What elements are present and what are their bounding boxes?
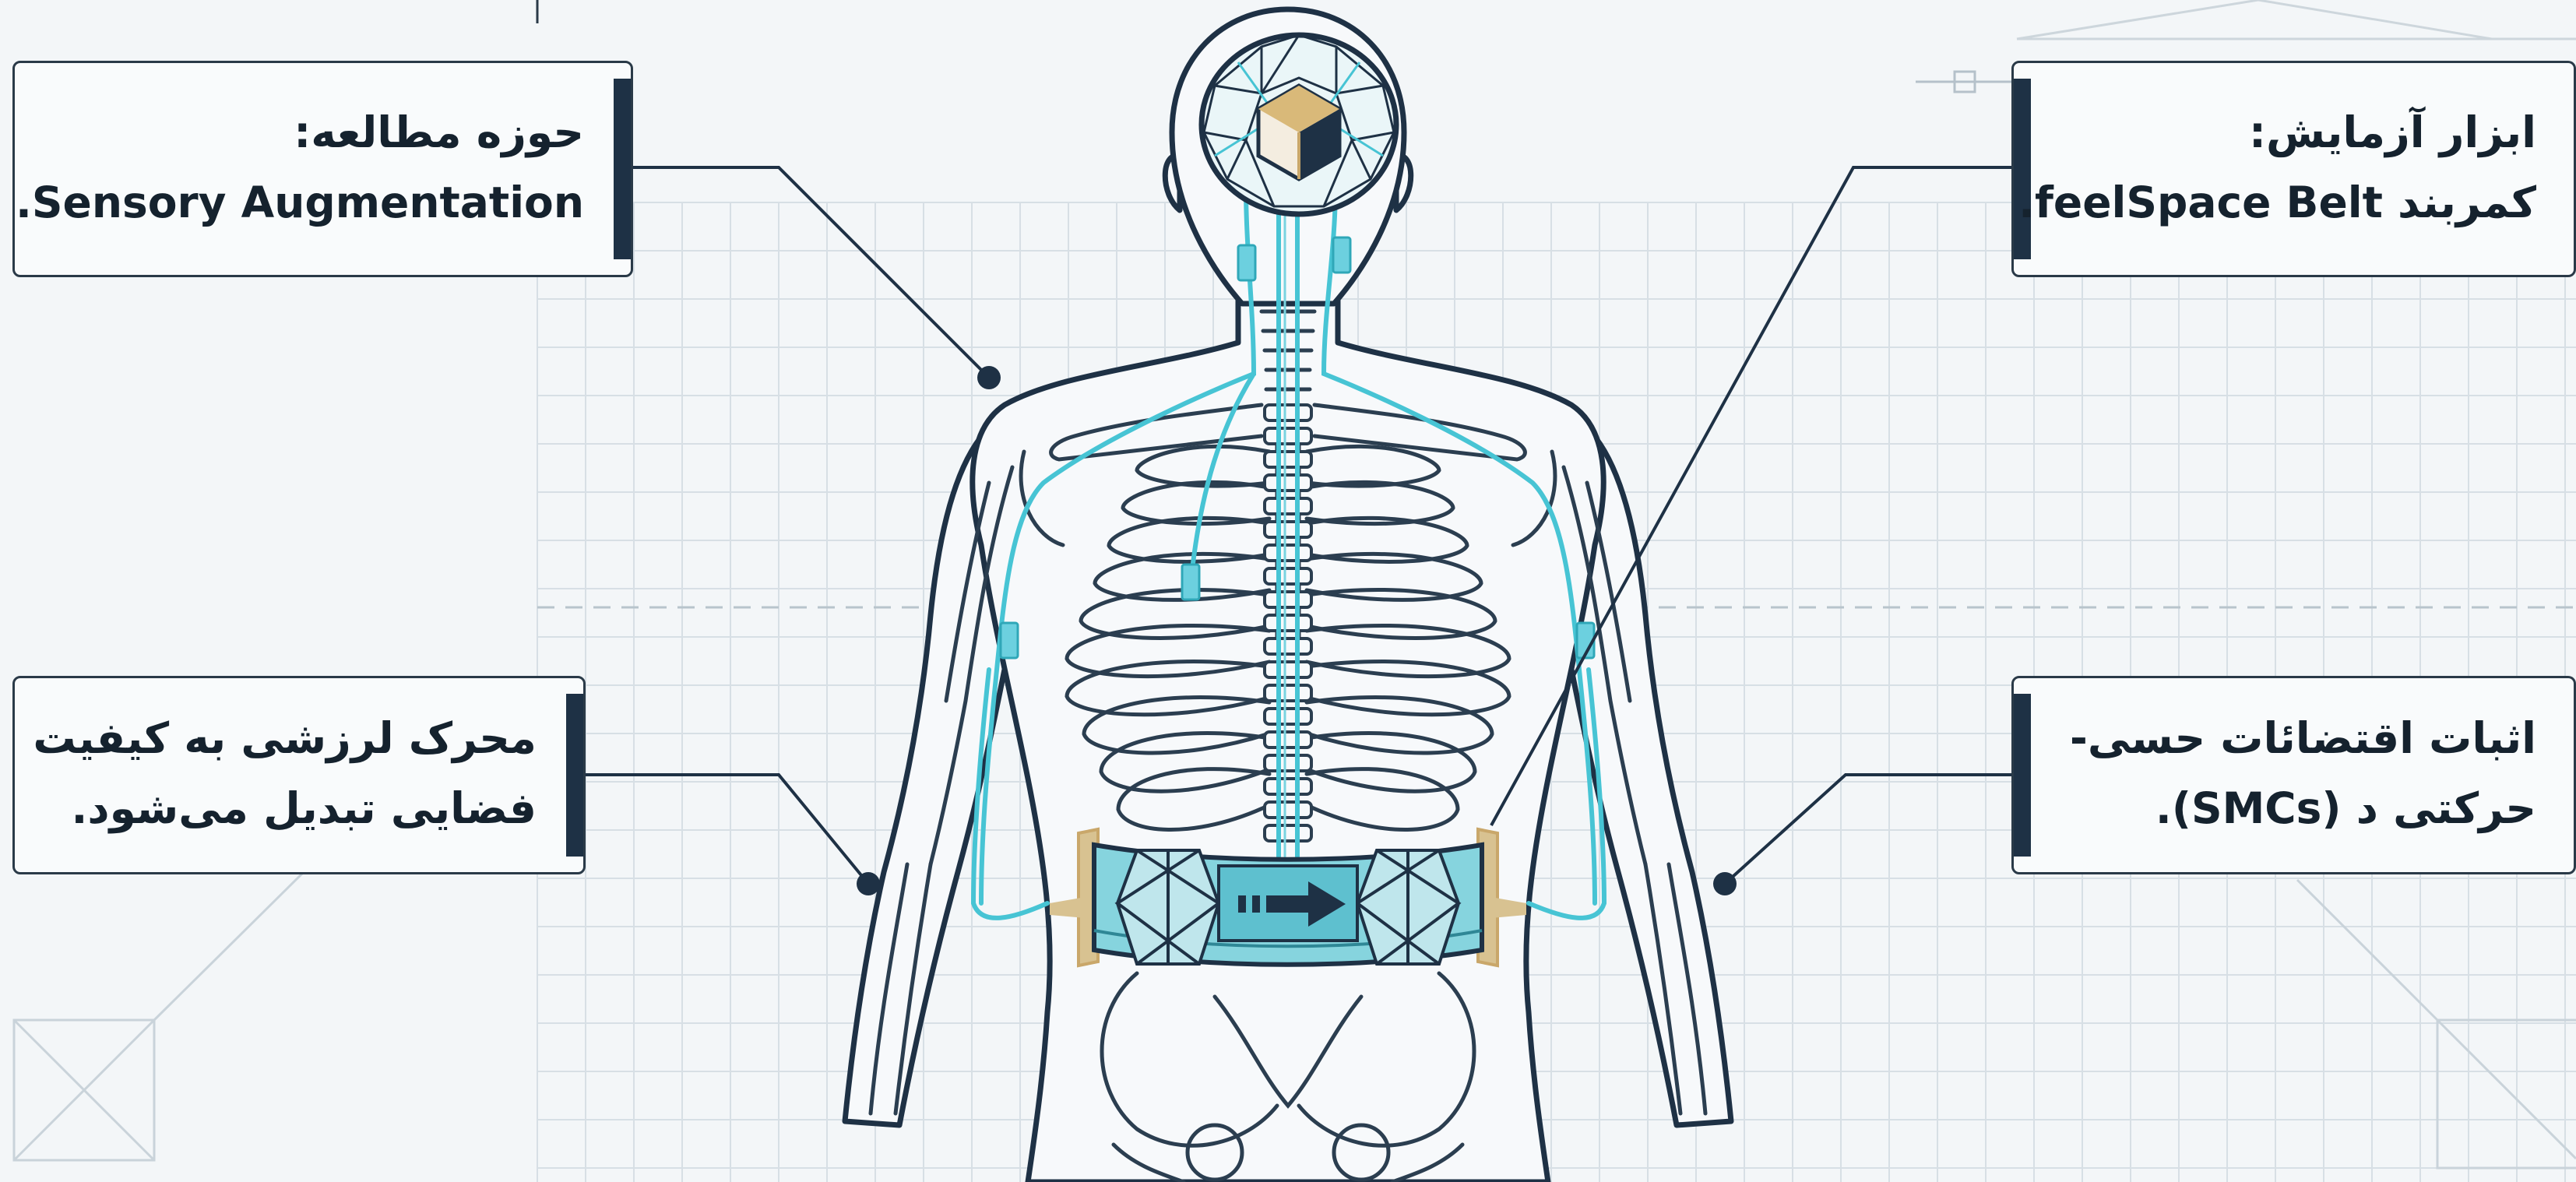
vibration-motor-line-1: محرک لرزشی به کیفیت bbox=[33, 717, 537, 760]
connector-study-field bbox=[631, 167, 989, 378]
test-tool-text: کمربند feelSpace Belt. bbox=[2018, 181, 2536, 224]
study-field-title: حوزه مطالعه: bbox=[294, 111, 584, 154]
test-tool-title: ابزار آزمایش: bbox=[2249, 111, 2536, 154]
vibration-motor-line-2: فضایی تبدیل می‌شود. bbox=[72, 787, 537, 830]
smc-proof-line-1: اثبات اقتضائات حسی- bbox=[2070, 717, 2536, 760]
study-field-text: Sensory Augmentation. bbox=[16, 181, 584, 224]
callout-accent-bar bbox=[566, 694, 583, 857]
callout-test-tool: ابزار آزمایش: کمربند feelSpace Belt. bbox=[2011, 61, 2576, 277]
callout-study-field: حوزه مطالعه: Sensory Augmentation. bbox=[12, 61, 633, 277]
smc-proof-line-2: حرکتی د (SMCs). bbox=[2155, 787, 2536, 830]
callout-accent-bar bbox=[2014, 79, 2031, 259]
callout-accent-bar bbox=[614, 79, 631, 259]
callout-smc-proof: اثبات اقتضائات حسی- حرکتی د (SMCs). bbox=[2011, 676, 2576, 874]
callout-accent-bar bbox=[2014, 694, 2031, 857]
geodesic-brain-icon bbox=[1202, 35, 1396, 214]
callout-vibration-motor: محرک لرزشی به کیفیت فضایی تبدیل می‌شود. bbox=[12, 676, 586, 874]
